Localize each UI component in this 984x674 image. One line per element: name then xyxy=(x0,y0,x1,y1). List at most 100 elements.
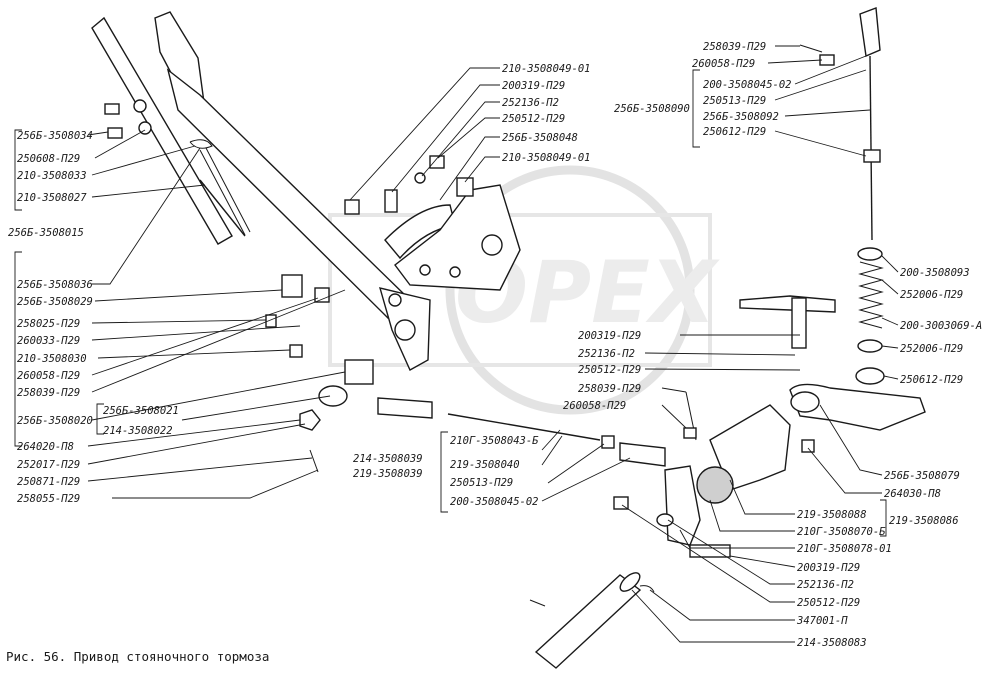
nut-250512-lower xyxy=(613,496,629,510)
leader-l14 xyxy=(91,319,267,324)
label-l54: 210Г-3508078-01 xyxy=(797,543,892,555)
leader-l30 xyxy=(547,443,605,484)
label-l26: 214-3508039 xyxy=(353,453,423,465)
leader-l44 xyxy=(881,255,899,273)
label-l56: 252136-П2 xyxy=(797,579,854,591)
leader-l13 xyxy=(94,289,283,302)
label-l46: 200-3003069-А xyxy=(900,320,982,332)
leader-l33 xyxy=(644,352,796,356)
lever-pivot-hole xyxy=(394,319,416,341)
label-l11: 256Б-3508015 xyxy=(8,227,84,239)
label-l42: 250612-П29 xyxy=(703,126,766,138)
lever-eye xyxy=(790,391,820,413)
label-l04: 250512-П29 xyxy=(502,113,565,125)
label-l25: 258055-П29 xyxy=(17,493,80,505)
leader-l31 xyxy=(541,457,631,502)
leader-l28 xyxy=(541,429,561,451)
clevis-200-3508045 xyxy=(619,442,666,467)
leader-l51 xyxy=(729,479,795,515)
sector-bolt-hole-2 xyxy=(449,266,461,278)
label-l19: 256Б-3508020 xyxy=(17,415,93,427)
label-l43: 256Б-3508090 xyxy=(614,103,690,115)
clevis-top xyxy=(859,7,881,58)
spring-200-3003069 xyxy=(858,261,884,329)
leader-l23 xyxy=(87,423,306,465)
label-l38: 260058-П29 xyxy=(692,58,755,70)
leader-l09 xyxy=(91,145,196,176)
bolt-200319-right xyxy=(791,297,807,349)
label-l27: 219-3508039 xyxy=(353,468,423,480)
leader-l01 xyxy=(349,67,500,201)
bracket-256B-3508015 xyxy=(14,129,22,211)
lever-arm-top xyxy=(739,295,836,313)
nut-252017 xyxy=(299,409,321,431)
label-l32: 200319-П29 xyxy=(578,330,641,342)
label-l59: 214-3508083 xyxy=(797,637,867,649)
label-l13: 256Б-3508029 xyxy=(17,296,93,308)
label-l01: 210-3508049-01 xyxy=(502,63,591,75)
bolt-200319 xyxy=(384,189,398,213)
leader-l22 xyxy=(87,419,301,447)
label-l47: 252006-П29 xyxy=(900,343,963,355)
label-l29: 219-3508040 xyxy=(450,459,520,471)
label-l44: 200-3508093 xyxy=(900,267,970,279)
hub-210G-3508070 xyxy=(696,466,734,504)
label-l45: 252006-П29 xyxy=(900,289,963,301)
pawl-rod-edge xyxy=(205,147,251,233)
leader-l24 xyxy=(87,457,313,482)
bushing-210-3508049 xyxy=(456,177,474,197)
lever-rod xyxy=(91,16,233,245)
leader-l54 xyxy=(679,529,795,549)
watermark-gear xyxy=(445,165,695,415)
cotter-pin-top xyxy=(799,44,823,53)
nut-250612-upper xyxy=(863,149,881,163)
label-l33: 252136-П2 xyxy=(578,348,635,360)
label-l22: 264020-П8 xyxy=(17,441,74,453)
nut-1 xyxy=(344,199,360,215)
grease-fitting-264030 xyxy=(801,439,815,453)
bracket-219-3508086 xyxy=(880,499,887,537)
leader-l08 xyxy=(94,129,146,159)
label-l51: 219-3508088 xyxy=(797,509,867,521)
label-l05: 256Б-3508048 xyxy=(502,132,578,144)
leader-l46 xyxy=(881,317,899,326)
pull-rod-210-3508027 xyxy=(199,179,246,237)
washer-2 xyxy=(138,121,152,135)
pin-258025 xyxy=(265,314,277,328)
label-l31: 200-3508045-02 xyxy=(450,496,539,508)
leader-l42 xyxy=(774,130,867,157)
nut-256B-3508029 xyxy=(314,287,330,303)
washer-252006 xyxy=(857,339,883,353)
vertical-rod xyxy=(799,7,885,385)
leader-l12 xyxy=(92,147,201,285)
leader-l04 xyxy=(437,117,500,159)
leader-l39 xyxy=(794,55,867,85)
figure-caption: Рис. 56. Привод стояночного тормоза xyxy=(6,649,269,664)
bolt-head-1 xyxy=(104,103,120,115)
sector-hole xyxy=(481,234,503,256)
label-l58: 347001-П xyxy=(796,615,848,627)
clevis-256B-3508036 xyxy=(281,274,303,298)
sector-bolt-hole-1 xyxy=(419,264,431,276)
washer-252136-lower xyxy=(656,513,674,527)
leader-l35 xyxy=(661,387,687,393)
pin-210-3508030 xyxy=(289,344,303,358)
label-l39: 200-3508045-02 xyxy=(703,79,792,91)
intermediate-rod xyxy=(377,391,697,467)
leader-l50 xyxy=(807,447,882,494)
label-l24: 250871-П29 xyxy=(17,476,80,488)
ratchet-sector xyxy=(384,184,521,291)
sector-bracket xyxy=(394,184,521,291)
label-l50: 264030-П8 xyxy=(884,488,941,500)
label-l55: 200319-П29 xyxy=(797,562,860,574)
leader-l40 xyxy=(774,69,867,101)
leader-l02 xyxy=(391,84,500,193)
leader-l55 xyxy=(729,555,796,568)
leader-l07 xyxy=(87,131,109,136)
rod-256B-3508092 xyxy=(869,55,873,241)
leader-l41 xyxy=(784,109,871,117)
bracket-214-3508039 xyxy=(440,431,448,513)
label-l35: 258039-П29 xyxy=(578,383,641,395)
